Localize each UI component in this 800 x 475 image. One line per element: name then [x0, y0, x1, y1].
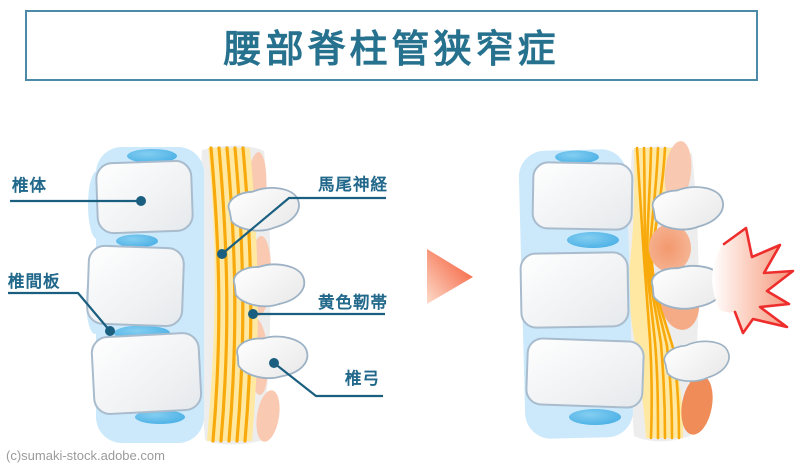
callout-dot [217, 249, 227, 259]
callout-yellow-ligament: 黄色靭帯 [248, 292, 388, 319]
callout-vertebral-body: 椎体 [10, 175, 146, 206]
title-box: 腰部脊柱管狭窄症 [25, 10, 758, 81]
label-cauda-equina: 馬尾神経 [318, 174, 388, 194]
vertebral-bodies-right [519, 161, 645, 409]
vertebral-arches-right [651, 186, 730, 382]
callout-intervertebral-disc: 椎間板 [7, 271, 115, 336]
callout-dot [105, 326, 115, 336]
callout-dot [269, 358, 279, 368]
pain-burst [712, 226, 795, 335]
page-title: 腰部脊柱管狭窄症 [223, 29, 560, 71]
callout-cauda-equina: 馬尾神経 [217, 174, 388, 259]
callout-dot [248, 309, 258, 319]
cauda-equina-fibers-squeezed [635, 146, 681, 440]
stenosis-spine-illustration [518, 141, 795, 442]
callout-dot [136, 196, 146, 206]
callout-vertebral-arch: 椎弓 [269, 358, 383, 398]
vertebral-bodies [86, 159, 203, 415]
copyright-text: (c)sumaki-stock.adobe.com [6, 448, 165, 463]
transition-arrow [427, 249, 473, 304]
vertebral-arches [227, 187, 309, 380]
callouts: 椎体 椎間板 馬尾神経 黄色靭帯 椎弓 [7, 174, 388, 398]
label-yellow-ligament: 黄色靭帯 [318, 292, 388, 312]
disc-shapes-right [555, 150, 621, 425]
label-intervertebral-disc: 椎間板 [7, 271, 61, 291]
healthy-spine-illustration [86, 145, 309, 445]
label-vertebral-body: 椎体 [11, 175, 47, 195]
label-vertebral-arch: 椎弓 [344, 368, 380, 388]
